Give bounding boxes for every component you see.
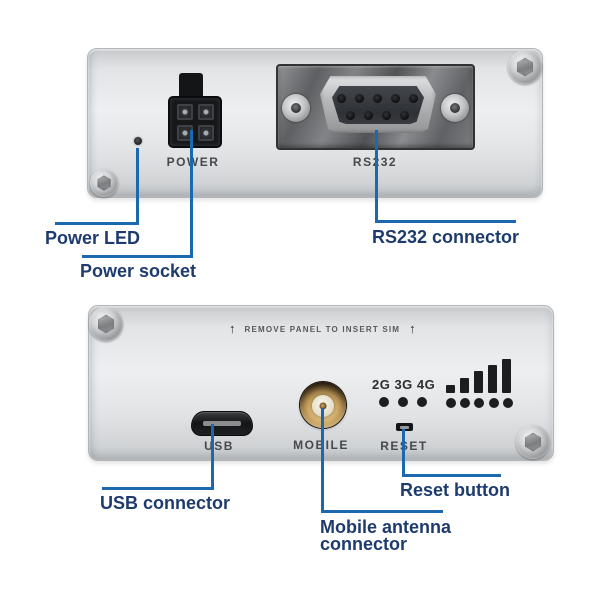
callout-line-usb [102,487,213,490]
screw-icon [516,425,550,459]
callout-line-usb [210,424,214,490]
sim-notice-text: REMOVE PANEL TO INSERT SIM [244,325,401,334]
rs232-standoff [441,94,469,122]
sma-pin [319,402,327,410]
sma-face [312,394,334,417]
signal-strength-icon [446,359,511,393]
rs232-face [332,86,424,124]
power-pin [197,124,214,141]
led-indicator [445,397,456,408]
screw-icon [508,50,542,84]
callout-line-power-socket [82,255,192,258]
led-indicator [459,397,470,408]
power-led [134,137,142,145]
power-pin [197,103,214,120]
up-arrow-icon: ↑ [229,321,236,336]
signal-led-indicators [445,397,514,408]
callout-line-reset [401,474,501,477]
led-indicator [488,397,499,408]
network-led-indicators [379,397,427,407]
power-pin [176,103,193,120]
dsub-pin [409,94,418,103]
dsub-pin [400,111,409,120]
callout-label-power-led: Power LED [45,228,141,248]
callout-line-power-socket [189,130,193,258]
led-indicator [417,397,427,407]
rs232-bracket [276,64,475,150]
dsub-pin [337,94,346,103]
usb-slot [203,421,241,426]
screw-icon [90,169,118,197]
led-indicator [398,397,408,407]
callout-label-usb: USB connector [100,493,231,513]
reset-button [396,423,413,431]
dsub-pin [382,111,391,120]
callout-label-mobile-line1: Mobile antenna [320,517,452,537]
screw-icon [89,307,123,341]
callout-label-mobile-line2: connector [320,534,408,554]
callout-line-rs232 [374,220,516,223]
usb-port [191,411,253,436]
callout-label-reset: Reset button [400,480,510,500]
led-indicator [503,397,514,408]
network-bands-label: 2G 3G 4G [372,377,436,392]
front-panel: POWER RS232 [87,48,543,198]
led-indicator [474,397,485,408]
usb-port-label: USB [204,439,234,453]
callout-line-power-led [135,148,139,225]
callout-label-power-socket: Power socket [80,261,197,281]
sim-notice: ↑ REMOVE PANEL TO INSERT SIM ↑ [229,322,416,335]
up-arrow-icon: ↑ [409,321,416,336]
rs232-port-label: RS232 [353,155,397,169]
dsub-pin [355,94,364,103]
callout-label-mobile: Mobile antenna connector [320,517,452,554]
power-socket-tab [179,73,203,98]
callout-line-mobile [321,510,443,513]
power-port-label: POWER [166,155,220,169]
dsub-pin [346,111,355,120]
callout-line-power-led [55,222,138,225]
rs232-standoff [282,94,310,122]
dsub-pin [364,111,373,120]
power-socket [168,96,222,148]
callout-line-mobile [321,408,324,513]
mobile-port-label: MOBILE [293,438,349,452]
led-indicator [379,397,389,407]
callout-label-rs232: RS232 connector [372,227,520,247]
dsub-pin [391,94,400,103]
dsub-pin [373,94,382,103]
callout-line-rs232 [374,130,378,223]
callout-line-reset [401,429,405,477]
